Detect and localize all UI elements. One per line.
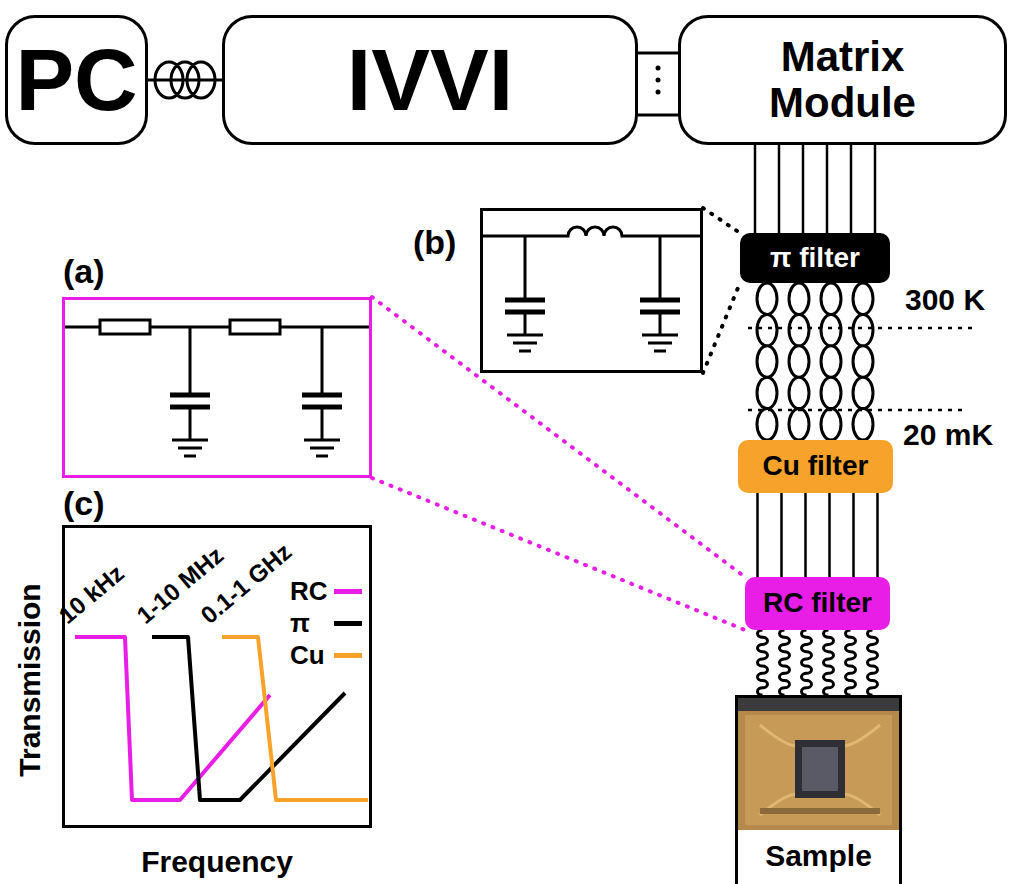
matrix-module-box: Matrix Module xyxy=(678,15,1007,145)
pi-circuit xyxy=(482,227,701,351)
rc-filter-box: RC filter xyxy=(745,577,890,630)
legend-item: RC xyxy=(290,578,362,604)
rc-inset: (a) xyxy=(62,297,372,478)
legend-item: Cu xyxy=(290,642,362,668)
legend-swatch xyxy=(334,589,362,594)
sample-holder: Sample xyxy=(735,695,902,884)
legend-label: Cu xyxy=(290,642,334,668)
legend-label: π xyxy=(290,610,334,636)
cu-filter-box: Cu filter xyxy=(738,440,893,493)
legend-item: π xyxy=(290,610,362,636)
box-label: π filter xyxy=(770,243,860,274)
wiring-connector xyxy=(757,630,877,695)
temperature-label: 20 mK xyxy=(903,420,993,450)
panel-label: (c) xyxy=(63,486,105,520)
box-label: PC xyxy=(15,32,137,129)
stage-line xyxy=(748,328,975,410)
ivvi-box: IVVI xyxy=(222,15,638,145)
box-label: RC filter xyxy=(763,588,872,619)
rc-circuit xyxy=(64,320,370,456)
ellipsis-dots xyxy=(656,66,661,95)
pc-box: PC xyxy=(5,15,148,145)
panel-label: (a) xyxy=(63,254,105,288)
axis-title: Transmission xyxy=(15,583,45,776)
axis-title: Frequency xyxy=(141,847,293,877)
wiring-connector xyxy=(758,493,878,577)
box-label: IVVI xyxy=(347,32,513,129)
wiring-connector xyxy=(757,283,873,440)
legend-swatch xyxy=(334,653,362,658)
temperature-label: 300 K xyxy=(905,285,985,315)
pi-filter-box: π filter xyxy=(740,233,890,283)
sample-photo xyxy=(738,697,899,830)
wiring-connector xyxy=(755,145,875,233)
zoom-leader xyxy=(703,208,740,373)
pi-inset: (b) xyxy=(480,208,703,373)
panel-label: (b) xyxy=(413,225,456,259)
legend-swatch xyxy=(334,621,362,626)
box-label: Sample xyxy=(765,839,872,872)
legend-label: RC xyxy=(290,578,334,604)
wiring-connector xyxy=(148,62,222,98)
box-label: Matrix Module xyxy=(728,34,958,126)
wiring-connector xyxy=(638,53,678,115)
zoom-leader xyxy=(372,297,745,630)
box-label: Cu filter xyxy=(763,451,869,482)
transmission-curves xyxy=(75,637,368,800)
cutoff-label: 10 kHz xyxy=(55,561,129,628)
